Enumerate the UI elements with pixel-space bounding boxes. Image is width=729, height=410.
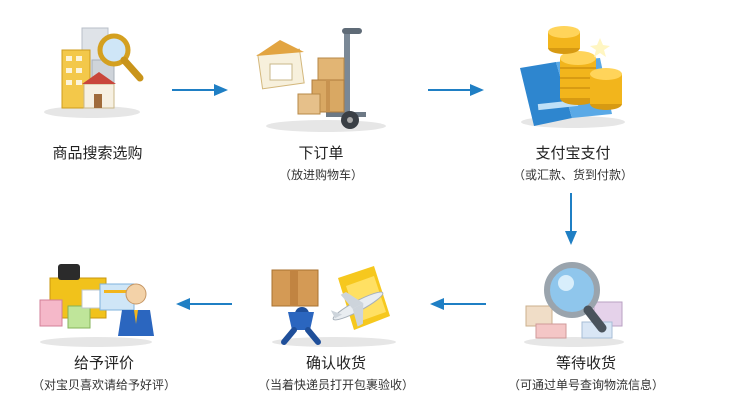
step-4-illustration bbox=[516, 256, 632, 348]
arrow-down-icon bbox=[565, 193, 577, 245]
step-6-subtitle: （对宝贝喜欢请给予好评） bbox=[31, 378, 176, 392]
step-4-subtitle: （可通过单号查询物流信息） bbox=[507, 378, 664, 392]
arrow-right-1-icon bbox=[172, 84, 228, 96]
arrow-left-1-icon bbox=[430, 298, 486, 310]
step-5-label: 确认收货 （当着快递员打开包裹验收） bbox=[238, 352, 434, 393]
arrow-left-2-icon bbox=[176, 298, 232, 310]
step-1-label: 商品搜索选购 bbox=[20, 142, 175, 163]
step-6-illustration bbox=[30, 250, 160, 348]
step-4-label: 等待收货 （可通过单号查询物流信息） bbox=[488, 352, 684, 393]
gifts-customer-icon bbox=[39, 264, 154, 347]
step-2-illustration bbox=[246, 22, 396, 134]
magnifier-parcels-icon bbox=[524, 262, 624, 347]
step-6-label: 给予评价 （对宝贝喜欢请给予好评） bbox=[6, 352, 202, 393]
step-3-label: 支付宝支付 （或汇款、货到付款） bbox=[488, 142, 658, 183]
step-5-title: 确认收货 bbox=[305, 354, 366, 372]
boxes-handtruck-icon bbox=[256, 28, 386, 132]
step-2-label: 下订单 （放进购物车） bbox=[246, 142, 396, 183]
step-3-subtitle: （或汇款、货到付款） bbox=[512, 168, 633, 182]
step-5-subtitle: （当着快递员打开包裹验收） bbox=[257, 378, 414, 392]
coins-card-icon bbox=[520, 26, 625, 128]
step-5-illustration bbox=[262, 256, 412, 348]
courier-airplane-icon bbox=[271, 266, 396, 347]
step-1-title: 商品搜索选购 bbox=[52, 144, 143, 162]
step-3-title: 支付宝支付 bbox=[535, 144, 611, 162]
arrow-right-2-icon bbox=[428, 84, 484, 96]
step-4-title: 等待收货 bbox=[555, 354, 616, 372]
step-2-subtitle: （放进购物车） bbox=[278, 168, 363, 182]
step-2-title: 下订单 bbox=[298, 144, 344, 162]
step-6-title: 给予评价 bbox=[73, 354, 134, 372]
step-3-illustration bbox=[508, 18, 638, 130]
buildings-magnifier-icon bbox=[44, 27, 144, 118]
step-1-illustration bbox=[32, 20, 152, 120]
